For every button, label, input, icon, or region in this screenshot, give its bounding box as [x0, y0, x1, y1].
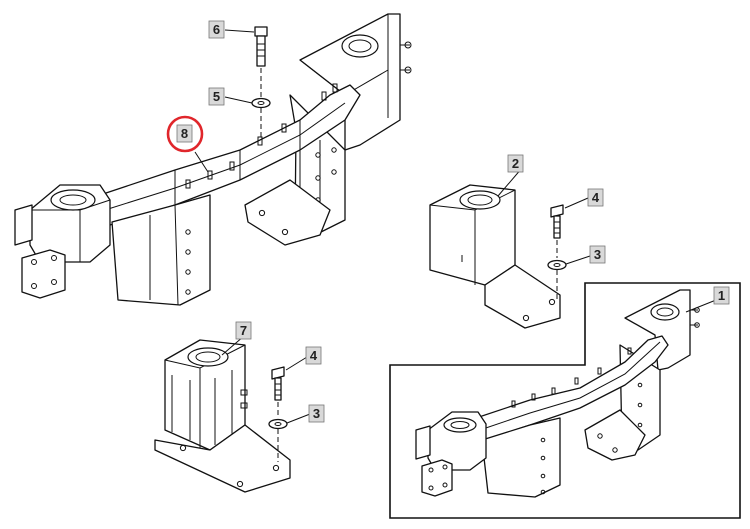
callout-1-label: 1: [718, 288, 725, 303]
callout-3-lower-label: 3: [313, 406, 320, 421]
inset-complete-assembly: [389, 282, 741, 519]
bolt-4-and-washer-3-lower: [268, 366, 288, 462]
callout-8-label: 8: [181, 126, 188, 141]
callout-7: 7: [235, 321, 252, 340]
front-axle-support-assembly: [14, 13, 412, 306]
callout-5: 5: [208, 87, 225, 106]
bracket-7: [154, 339, 291, 493]
callout-8: 8: [166, 115, 204, 153]
bracket-2: [429, 184, 561, 329]
callout-5-label: 5: [213, 89, 220, 104]
callout-3-lower: 3: [308, 404, 325, 423]
callout-7-label: 7: [240, 323, 247, 338]
callout-leaders: [194, 29, 717, 424]
callout-6-label: 6: [213, 22, 220, 37]
callout-4-lower-label: 4: [310, 348, 318, 363]
callout-4-lower: 4: [305, 346, 322, 365]
callout-4-upper-label: 4: [592, 190, 600, 205]
callout-2: 2: [507, 154, 524, 173]
callout-3-upper: 3: [589, 245, 606, 264]
callout-2-label: 2: [512, 156, 519, 171]
bolt-6-and-washer-5: [251, 26, 271, 140]
callout-4-upper: 4: [587, 188, 604, 207]
callout-1: 1: [713, 286, 730, 305]
callout-3-upper-label: 3: [594, 247, 601, 262]
highlight-circle: [166, 115, 204, 153]
bolt-4-and-washer-3-upper: [547, 204, 567, 300]
callout-6: 6: [208, 20, 225, 39]
